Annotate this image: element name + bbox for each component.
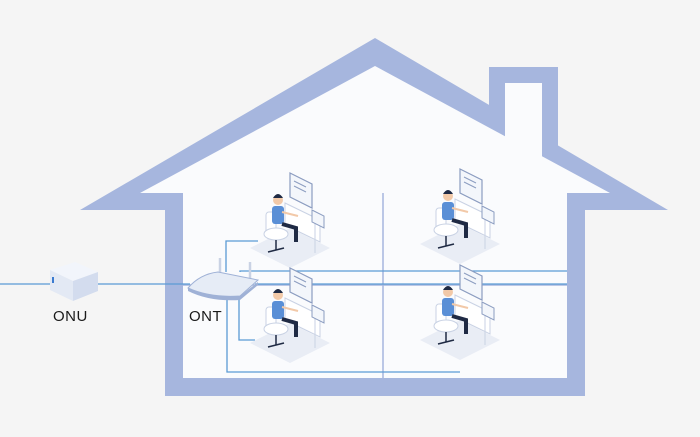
onu-led-icon (52, 277, 54, 283)
ont-device[interactable] (187, 258, 260, 301)
cable-room-top-left (225, 240, 258, 272)
onu-label: ONU (53, 308, 88, 325)
ont-label: ONT (189, 308, 223, 325)
cable-room-bottom-left (238, 298, 255, 341)
onu-device[interactable] (50, 262, 98, 301)
house-outline (80, 38, 668, 396)
cable-room-bottom-right (226, 298, 460, 373)
cable-room-top-right (239, 270, 567, 272)
attic-interior (140, 66, 610, 193)
